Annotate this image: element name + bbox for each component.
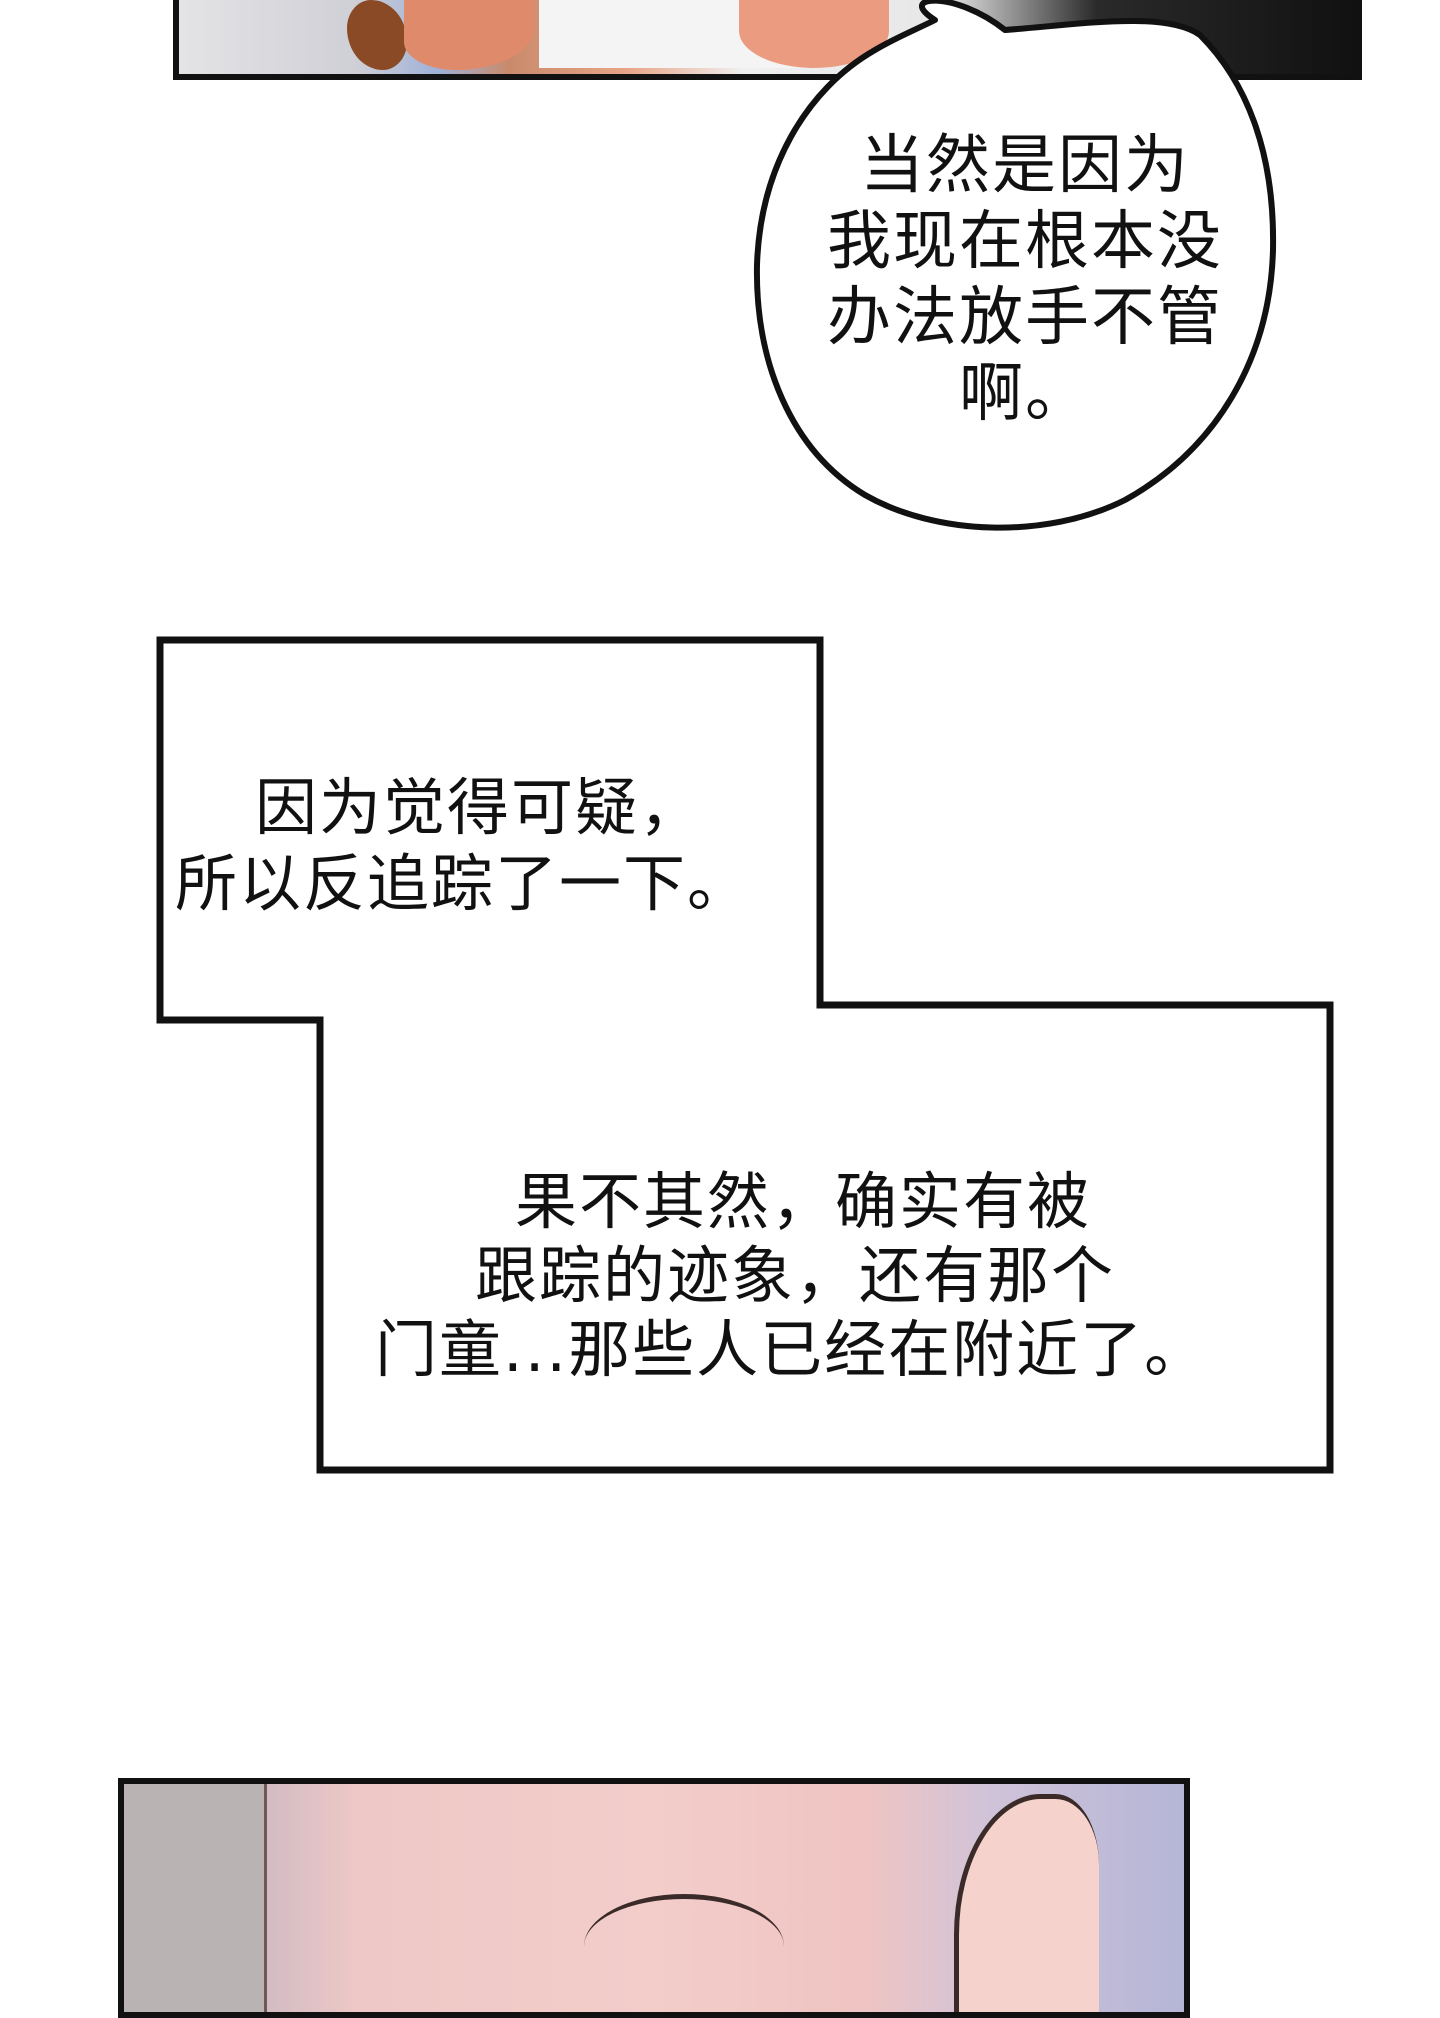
speech-bubble-text: 当然是因为 我现在根本没 办法放手不管 啊。 [785, 128, 1265, 432]
panel-art-hair [347, 0, 407, 70]
panel-art-face-line [584, 1894, 784, 1999]
narration-1-line-1: 因为觉得可疑， [255, 771, 704, 844]
bubble-line-3: 办法放手不管 [827, 281, 1223, 355]
bubble-line-1: 当然是因为 [860, 129, 1190, 203]
narration-2-line-2: 跟踪的迹象，还有那个 [475, 1239, 1116, 1312]
panel-art-shadow [124, 1784, 267, 2012]
bubble-line-2: 我现在根本没 [827, 205, 1223, 279]
bottom-art-panel [118, 1778, 1190, 2018]
narration-boxes: 因为觉得可疑， 所以反追踪了一下。 果不其然，确实有被 跟踪的迹象，还有那个 门… [155, 635, 1335, 1475]
speech-bubble: 当然是因为 我现在根本没 办法放手不管 啊。 [745, 0, 1285, 540]
panel-art-finger [954, 1794, 1099, 2012]
panel-art-face [404, 0, 534, 70]
bubble-line-4: 啊。 [959, 357, 1091, 431]
narration-2-line-1: 果不其然，确实有被 [515, 1165, 1092, 1238]
narration-text-2: 果不其然，确实有被 跟踪的迹象，还有那个 门童...那些人已经在附近了。 [375, 1165, 1335, 1387]
narration-2-line-3: 门童...那些人已经在附近了。 [375, 1313, 1209, 1386]
narration-text-1: 因为觉得可疑， 所以反追踪了一下。 [175, 770, 825, 922]
speech-bubble-outline [753, 0, 1277, 531]
narration-box-outline [156, 636, 1334, 1474]
narration-1-line-2: 所以反追踪了一下。 [175, 847, 752, 920]
